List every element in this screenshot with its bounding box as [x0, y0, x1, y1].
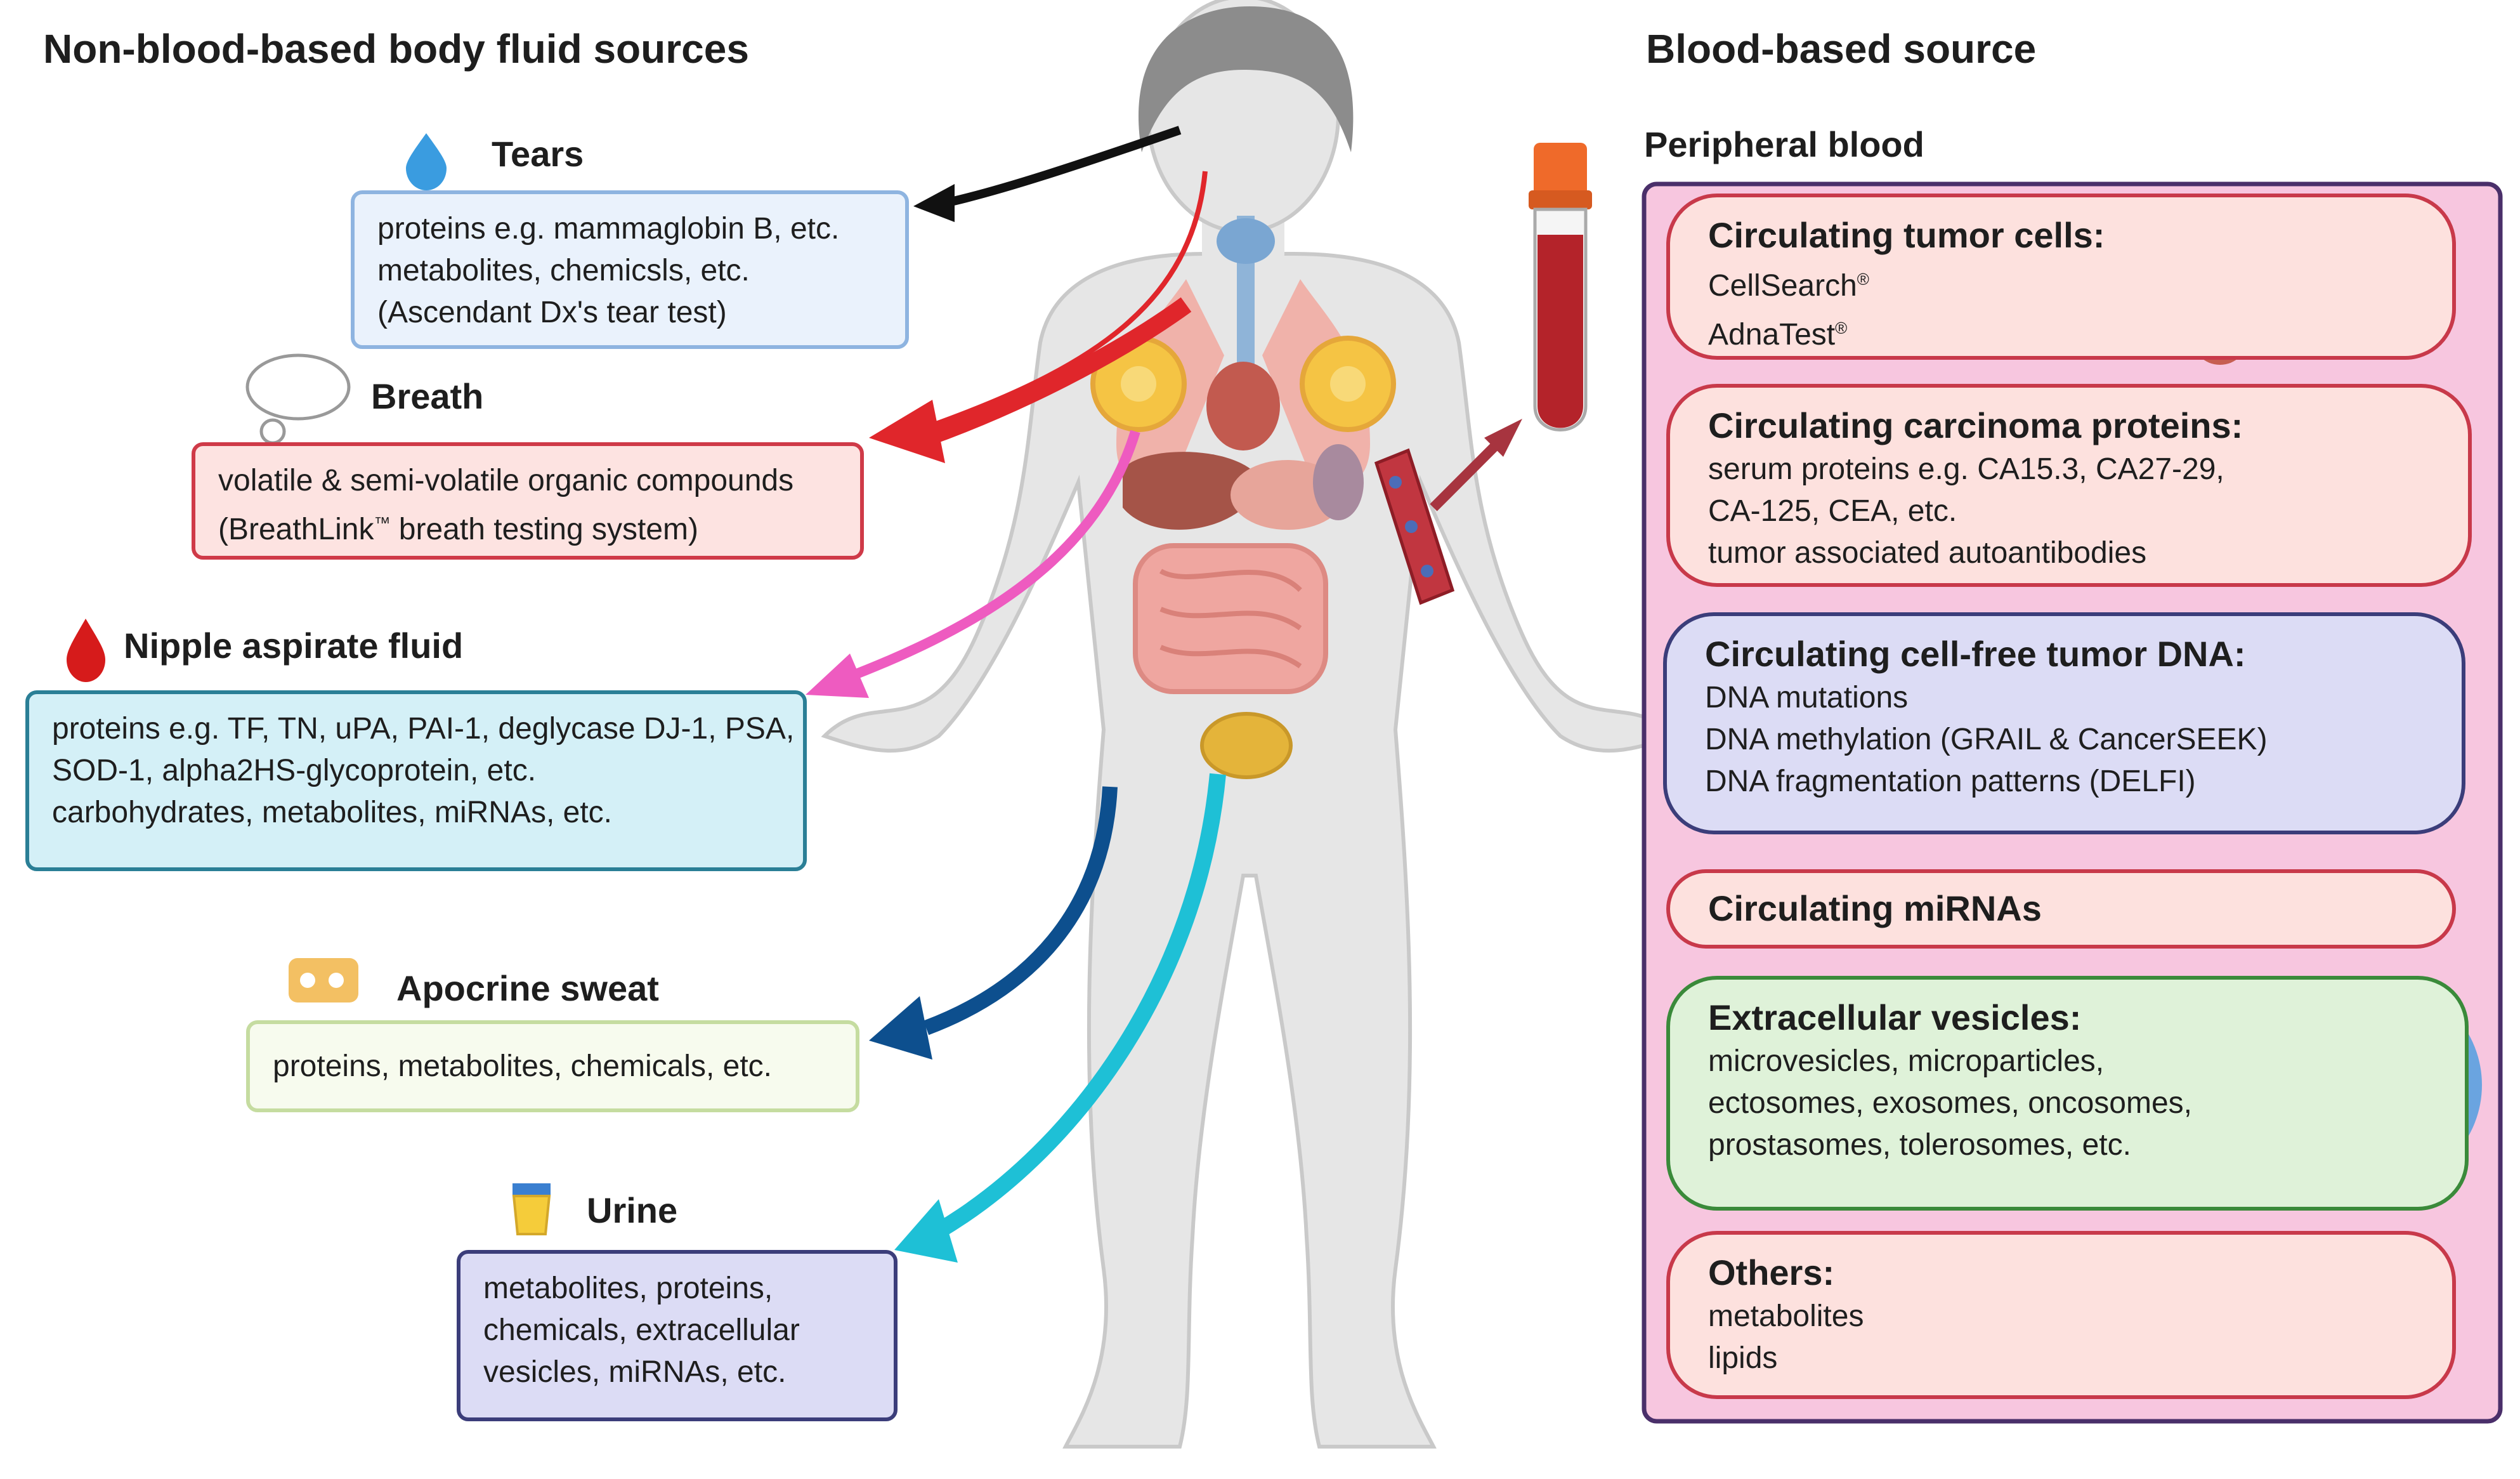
arrows	[806, 126, 1522, 1263]
ctc-title: Circulating tumor cells:	[1708, 215, 2105, 255]
tears-box: proteins e.g. mammaglobin B, etc. metabo…	[351, 190, 909, 349]
urine-line: chemicals, extracellular	[483, 1313, 800, 1347]
urine-box: metabolites, proteins, chemicals, extrac…	[457, 1250, 898, 1421]
others-card: Others: metabolites lipids	[1666, 1231, 2456, 1399]
body-silhouette	[821, 0, 1678, 1449]
urine-line: vesicles, miRNAs, etc.	[483, 1355, 787, 1389]
urine-line: metabolites, proteins,	[483, 1272, 773, 1305]
proteins-line: serum proteins e.g. CA15.3, CA27-29,	[1708, 452, 2224, 486]
tears-line: metabolites, chemicsls, etc.	[377, 254, 750, 287]
dna-card: Circulating cell-free tumor DNA: DNA mut…	[1663, 612, 2465, 834]
ev-line: microvesicles, microparticles,	[1708, 1044, 2105, 1078]
others-line: metabolites	[1708, 1299, 1864, 1333]
breath-line: (BreathLink™ breath testing system)	[218, 513, 698, 546]
blood-vessel-icon	[1374, 448, 1455, 605]
mirna-title: Circulating miRNAs	[1708, 888, 2042, 928]
peripheral-blood-label: Peripheral blood	[1644, 124, 1924, 164]
tears-label: Tears	[492, 134, 584, 174]
sweat-box: proteins, metabolites, chemicals, etc.	[246, 1020, 859, 1112]
ev-line: prostasomes, tolerosomes, etc.	[1708, 1128, 2131, 1162]
sweat-line: proteins, metabolites, chemicals, etc.	[273, 1049, 773, 1083]
urine-label: Urine	[587, 1190, 678, 1230]
right-section-title: Blood-based source	[1646, 26, 2037, 72]
left-section-title: Non-blood-based body fluid sources	[43, 26, 749, 72]
organs	[1090, 216, 1396, 779]
proteins-card: Circulating carcinoma proteins: serum pr…	[1666, 384, 2472, 587]
blood-drop-icon	[67, 619, 105, 682]
others-line: lipids	[1708, 1341, 1778, 1375]
nipple-line: SOD-1, alpha2HS-glycoprotein, etc.	[52, 754, 537, 787]
nipple-box: proteins e.g. TF, TN, uPA, PAI-1, deglyc…	[25, 690, 807, 871]
dna-line: DNA mutations	[1705, 681, 1909, 714]
dna-line: DNA fragmentation patterns (DELFI)	[1705, 765, 2196, 798]
nipple-label: Nipple aspirate fluid	[124, 626, 464, 666]
breath-cloud-icon	[245, 353, 351, 462]
proteins-line: CA-125, CEA, etc.	[1708, 494, 1957, 528]
sweat-label: Apocrine sweat	[396, 968, 659, 1008]
tears-line: (Ascendant Dx's tear test)	[377, 296, 727, 329]
dna-line: DNA methylation (GRAIL & CancerSEEK)	[1705, 723, 2268, 756]
breath-label: Breath	[371, 376, 484, 416]
breath-box: volatile & semi-volatile organic compoun…	[192, 442, 864, 560]
proteins-line: tumor associated autoantibodies	[1708, 536, 2147, 570]
ctc-line: AdnaTest®	[1708, 318, 1848, 352]
ev-card: Extracellular vesicles: microvesicles, m…	[1666, 976, 2469, 1211]
nipple-line: carbohydrates, metabolites, miRNAs, etc.	[52, 796, 613, 829]
ev-title: Extracellular vesicles:	[1708, 997, 2082, 1037]
sweat-gland-icon	[289, 958, 358, 1002]
urine-cup-icon	[512, 1183, 551, 1235]
others-title: Others:	[1708, 1252, 1835, 1292]
blood-tube-icon	[1529, 143, 1592, 431]
ev-line: ectosomes, exosomes, oncosomes,	[1708, 1086, 2193, 1120]
tears-line: proteins e.g. mammaglobin B, etc.	[377, 212, 840, 246]
proteins-title: Circulating carcinoma proteins:	[1708, 405, 2243, 445]
tears-drop-icon	[406, 133, 447, 190]
nipple-line: proteins e.g. TF, TN, uPA, PAI-1, deglyc…	[52, 712, 795, 746]
ctc-card: Circulating tumor cells: CellSearch® Adn…	[1666, 194, 2456, 360]
breath-line: volatile & semi-volatile organic compoun…	[218, 464, 794, 497]
dna-title: Circulating cell-free tumor DNA:	[1705, 634, 2246, 674]
ctc-line: CellSearch®	[1708, 269, 1869, 303]
mirna-card: Circulating miRNAs	[1666, 869, 2456, 949]
